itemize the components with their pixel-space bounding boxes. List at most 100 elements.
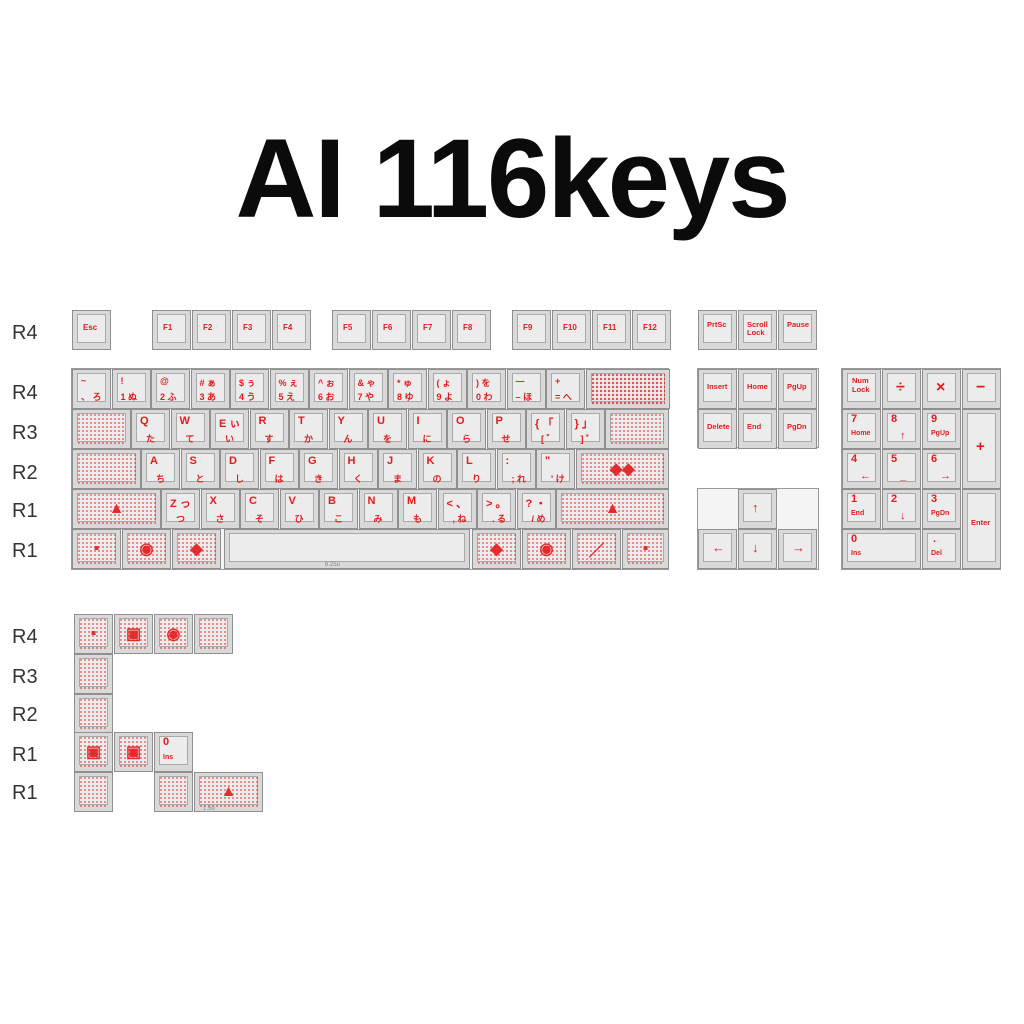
key-z-0: Z っつ bbox=[161, 489, 200, 529]
key-legend: Scroll Lock bbox=[747, 320, 768, 337]
dot-pattern bbox=[610, 413, 664, 445]
spacebar-label: 6.25u bbox=[325, 562, 341, 568]
key-legend-sub: り bbox=[472, 474, 482, 484]
key-num-12-top bbox=[551, 373, 580, 402]
key-legend-top: C bbox=[249, 495, 257, 507]
key-z-5-top bbox=[363, 493, 393, 522]
row-label: R1 bbox=[12, 782, 38, 804]
key-legend: F3 bbox=[243, 323, 253, 332]
key-legend-sub: さ bbox=[215, 514, 225, 524]
key-num-6-top bbox=[314, 373, 343, 402]
key-z-6-top bbox=[403, 493, 432, 522]
key-q-5-top bbox=[333, 413, 363, 442]
key-f3-top bbox=[237, 314, 266, 343]
key-scroll-lock-top bbox=[743, 314, 772, 343]
key-extra-r4-2: ◉ bbox=[154, 614, 193, 654]
key-q-10: { 「[ ゛ bbox=[526, 409, 565, 449]
key-np-2-2-top bbox=[927, 493, 956, 522]
key-extra-r1b-2: ▲1.5u bbox=[194, 772, 263, 812]
dot-pattern-glyph: ◆ bbox=[490, 541, 503, 558]
key-a-7-top bbox=[422, 453, 452, 482]
key-size-label: 1.5u bbox=[203, 806, 215, 812]
row-label: R1 bbox=[12, 744, 38, 766]
key-np-r1-2: × bbox=[922, 369, 961, 409]
row-label: R4 bbox=[12, 322, 38, 344]
key-backspace bbox=[585, 369, 670, 409]
dot-pattern-glyph: ▣ bbox=[125, 744, 142, 761]
key-legend-sub: Home bbox=[851, 430, 871, 437]
dot-pattern bbox=[159, 776, 188, 808]
dot-pattern bbox=[580, 453, 664, 485]
key-q-11-top bbox=[570, 413, 600, 442]
key-pgup-top bbox=[783, 373, 812, 402]
dot-pattern bbox=[77, 453, 136, 485]
key-legend-top: P bbox=[495, 415, 503, 427]
key-q-7-top bbox=[412, 413, 442, 442]
key-legend-sub: 0 わ bbox=[476, 392, 493, 402]
dot-pattern bbox=[77, 413, 126, 445]
key-a-4-top bbox=[304, 453, 333, 482]
key-legend-top: Z っ bbox=[170, 498, 191, 510]
key-extra-r1a-1: ▣ bbox=[114, 732, 153, 772]
key-q-0-top bbox=[136, 413, 165, 442]
key-legend-num: 4 bbox=[851, 453, 858, 465]
key-pgdn-top bbox=[783, 413, 812, 442]
key-f1-top bbox=[157, 314, 186, 343]
dot-pattern-glyph: ▲ bbox=[604, 500, 621, 517]
key-legend: ÷ bbox=[896, 379, 905, 396]
key-arrow-0-top bbox=[743, 493, 772, 522]
row-label: R2 bbox=[12, 704, 38, 726]
key-legend-num: 0 bbox=[163, 736, 170, 748]
key-legend-top: T bbox=[298, 415, 305, 427]
key-f10-top bbox=[557, 314, 586, 343]
key-a-9: :; れ bbox=[496, 449, 536, 489]
key-esc-top bbox=[77, 314, 106, 343]
key-mod-right-0: ◆ bbox=[472, 529, 521, 569]
key-legend-top: A bbox=[150, 455, 158, 467]
key-arrow-2-top bbox=[743, 533, 772, 562]
key-legend-sub: に bbox=[422, 434, 432, 444]
dot-pattern-glyph: ◉ bbox=[139, 541, 154, 558]
key-legend: Esc bbox=[83, 323, 98, 332]
key-q-4-top bbox=[294, 413, 323, 442]
key-num-2: @2 ふ bbox=[151, 369, 190, 409]
key-f4-top bbox=[277, 314, 306, 343]
key-legend-top: X bbox=[209, 495, 217, 507]
key-np-0-2-top bbox=[927, 413, 956, 442]
key-f5-top bbox=[337, 314, 366, 343]
row-label: R1 bbox=[12, 500, 38, 522]
key-legend-sub: ] ゜ bbox=[580, 434, 596, 444]
key-num-7-top bbox=[353, 373, 383, 402]
key-legend-sub: ↓ bbox=[900, 510, 906, 522]
arrow-icon: ↓ bbox=[752, 540, 759, 555]
dot-pattern bbox=[199, 776, 258, 808]
key-legend-sub: 8 ゆ bbox=[397, 392, 414, 402]
key-q-10-top bbox=[531, 413, 560, 442]
key-legend-top: " bbox=[545, 455, 551, 467]
key-esc: Esc bbox=[72, 310, 111, 350]
key-z-9: ? ・/ め bbox=[516, 489, 556, 529]
key-legend: F7 bbox=[423, 323, 433, 332]
key-legend-sub: い bbox=[225, 434, 235, 444]
key-arrow-1: ← bbox=[698, 529, 737, 569]
key-np-1-2-top bbox=[927, 453, 956, 482]
key-legend-top: G bbox=[308, 455, 317, 467]
key-legend-top: @ bbox=[160, 376, 169, 386]
key-legend-top: H bbox=[347, 455, 356, 467]
key-prtsc: PrtSc bbox=[698, 310, 737, 350]
key-z-3-top bbox=[284, 493, 314, 522]
key-arrow-0: ↑ bbox=[738, 489, 777, 529]
key-legend: F1 bbox=[163, 323, 173, 332]
